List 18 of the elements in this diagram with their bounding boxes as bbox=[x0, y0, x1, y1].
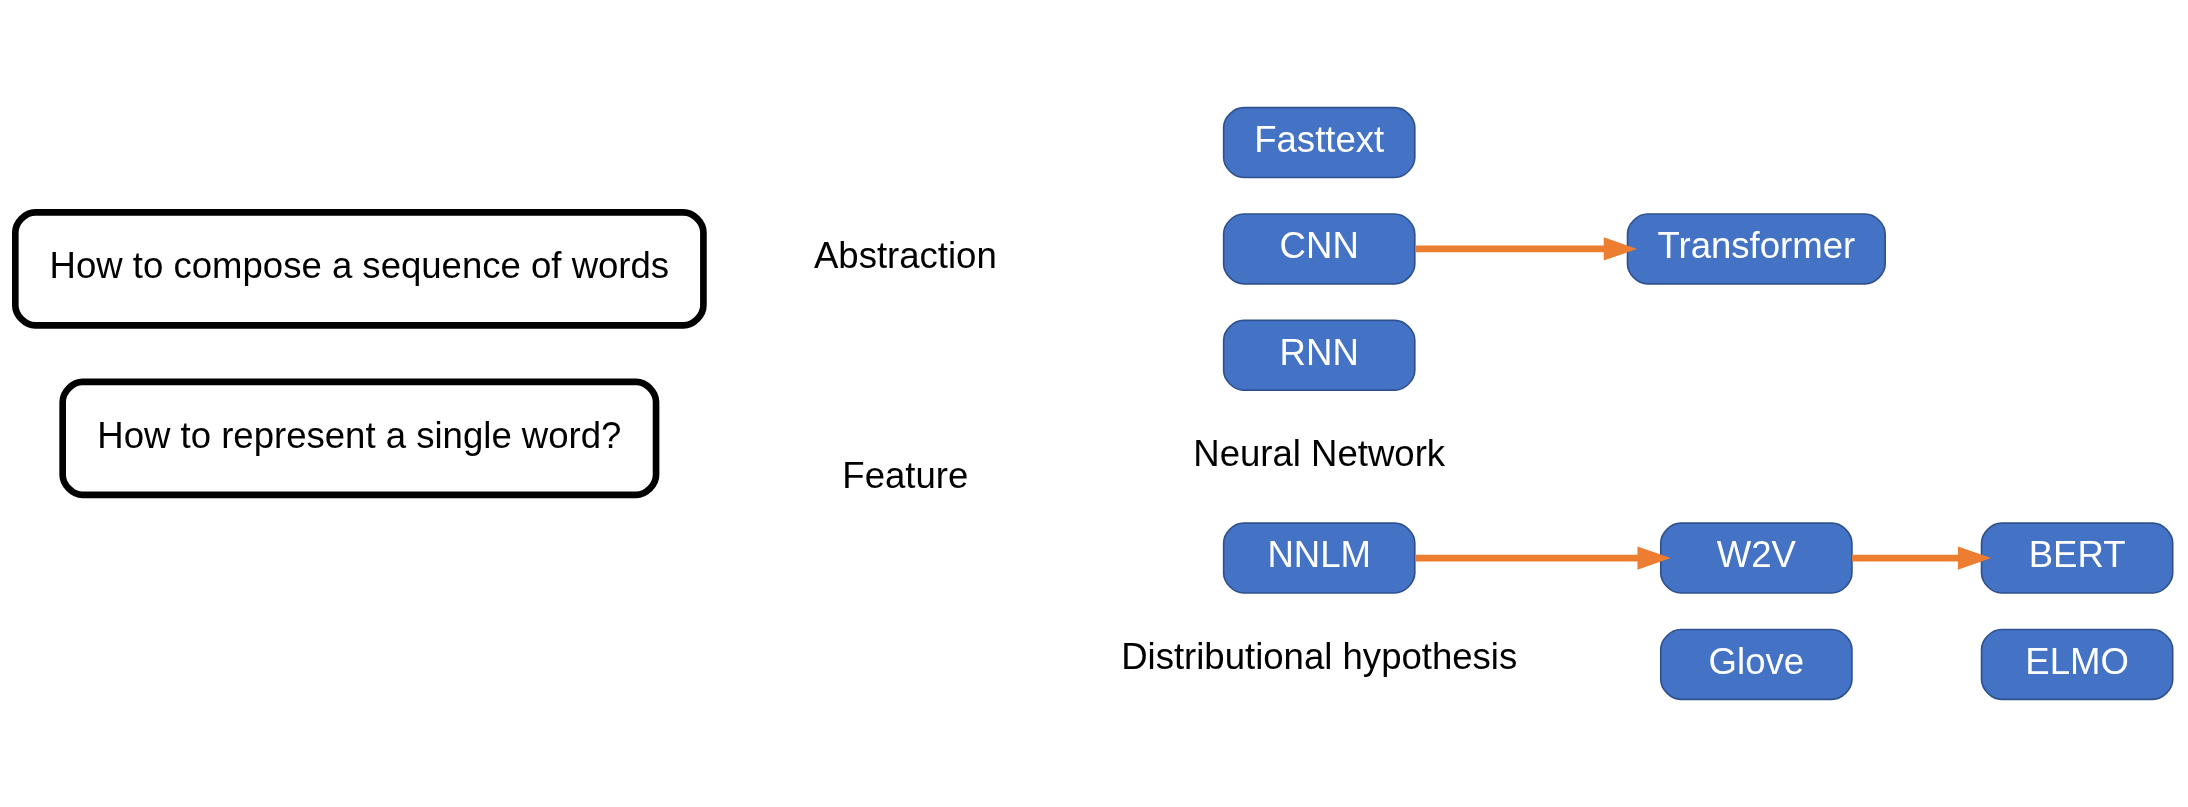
arrow bbox=[1415, 237, 1638, 261]
label: Neural Network bbox=[1193, 432, 1446, 474]
label: Abstraction bbox=[813, 235, 997, 277]
node-box: BERT bbox=[1980, 522, 2174, 594]
label: Distributional hypothesis bbox=[1121, 635, 1518, 677]
node-box: NNLM bbox=[1222, 522, 1416, 594]
node-box: How to compose a sequence of words bbox=[11, 209, 707, 329]
arrow bbox=[1415, 546, 1671, 570]
node-box: CNN bbox=[1222, 213, 1416, 285]
node-box: RNN bbox=[1222, 319, 1416, 392]
node-box: Glove bbox=[1659, 628, 1853, 701]
node-box: Transformer bbox=[1626, 213, 1886, 285]
label: Feature bbox=[842, 454, 969, 496]
arrow bbox=[1851, 546, 1992, 570]
node-box: Fasttext bbox=[1222, 106, 1416, 179]
node-box: W2V bbox=[1659, 522, 1853, 594]
node-box: ELMO bbox=[1980, 628, 2174, 701]
node-box: How to represent a single word? bbox=[59, 378, 660, 499]
